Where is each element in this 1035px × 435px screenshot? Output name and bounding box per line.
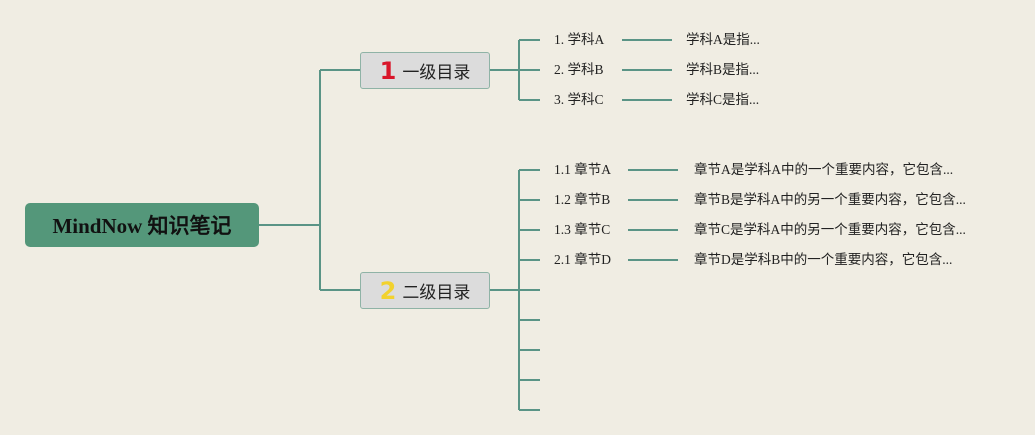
branch-label: 一级目录 [402, 63, 471, 83]
item-description[interactable]: 章节A是学科A中的一个重要内容，它包含... [694, 162, 954, 177]
item-description[interactable]: 学科A是指... [686, 32, 760, 47]
root-title: MindNow 知识笔记 [52, 214, 232, 238]
item-description[interactable]: 章节B是学科A中的另一个重要内容，它包含... [694, 192, 966, 207]
list-item[interactable]: 1.2 章节B [554, 192, 611, 207]
list-item[interactable]: 1.3 章节C [554, 222, 611, 237]
list-item[interactable]: 1.1 章节A [554, 162, 611, 177]
branch-node-1[interactable]: 1 一级目录 [360, 52, 490, 89]
item-description[interactable]: 章节D是学科B中的一个重要内容，它包含... [694, 252, 953, 267]
list-item[interactable]: 1. 学科A [554, 32, 605, 47]
list-item[interactable]: 2.1 章节D [554, 252, 611, 267]
item-description[interactable]: 学科B是指... [686, 62, 760, 77]
list-item[interactable]: 2. 学科B [554, 62, 604, 77]
number-badge: 1 [379, 56, 397, 85]
root-node[interactable]: MindNow 知识笔记 [25, 203, 259, 247]
item-description[interactable]: 学科C是指... [686, 92, 760, 107]
item-description[interactable]: 章节C是学科A中的另一个重要内容，它包含... [694, 222, 966, 237]
branch-node-2[interactable]: 2 二级目录 [360, 272, 490, 309]
branch-label: 二级目录 [402, 283, 471, 303]
number-badge: 2 [379, 276, 397, 305]
list-item[interactable]: 3. 学科C [554, 92, 604, 107]
